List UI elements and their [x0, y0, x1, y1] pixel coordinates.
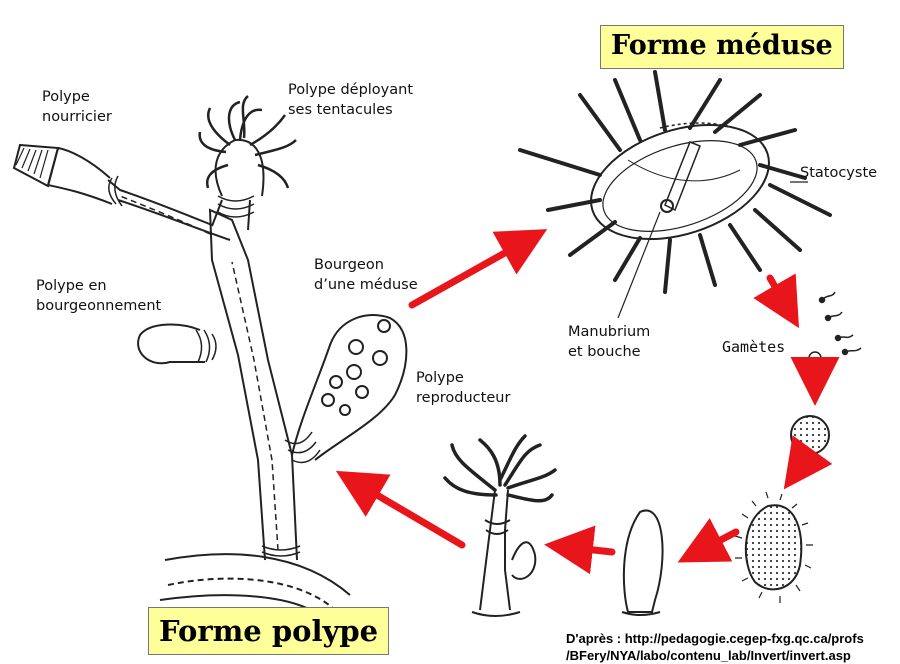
label-statocyste: Statocyste — [800, 165, 878, 181]
label-bourgeon-meduse: Bourgeon d’une méduse — [314, 257, 418, 293]
arrow-morula-to-larva — [783, 435, 833, 490]
arrow-settled-to-young-polyp — [544, 525, 616, 575]
arrow-larva-to-settled — [677, 518, 740, 563]
young-polyp-drawing — [443, 434, 557, 617]
gametes-drawing — [808, 291, 862, 365]
label-polype-reproducteur: Polype reproducteur — [416, 370, 511, 406]
arrow-polyp-to-medusa — [408, 229, 548, 309]
label-manubrium: Manubrium et bouche — [568, 324, 651, 360]
life-cycle-arrows — [335, 229, 840, 575]
arrow-young-polyp-to-colony — [335, 470, 466, 549]
medusa-drawing — [518, 70, 832, 319]
title-medusa-form: Forme méduse — [600, 25, 844, 69]
label-polype-nourricier: Polype nourricier — [42, 89, 112, 125]
source-credit: D'après : http://pedagogie.cegep-fxg.qc.… — [566, 631, 864, 663]
label-polype-bourgeonnement: Polype en bourgeonnement — [36, 278, 162, 314]
label-polype-deployant: Polype déployant ses tentacules — [288, 82, 414, 118]
morula-drawing — [790, 415, 830, 455]
planula-larva-drawing — [734, 491, 813, 603]
label-gametes: Gamètes — [722, 338, 786, 356]
arrow-medusa-to-gametes — [753, 273, 800, 329]
larva-settled-drawing — [621, 509, 664, 616]
title-polyp-form: Forme polype — [148, 607, 390, 655]
polyp-colony-drawing — [12, 95, 408, 621]
